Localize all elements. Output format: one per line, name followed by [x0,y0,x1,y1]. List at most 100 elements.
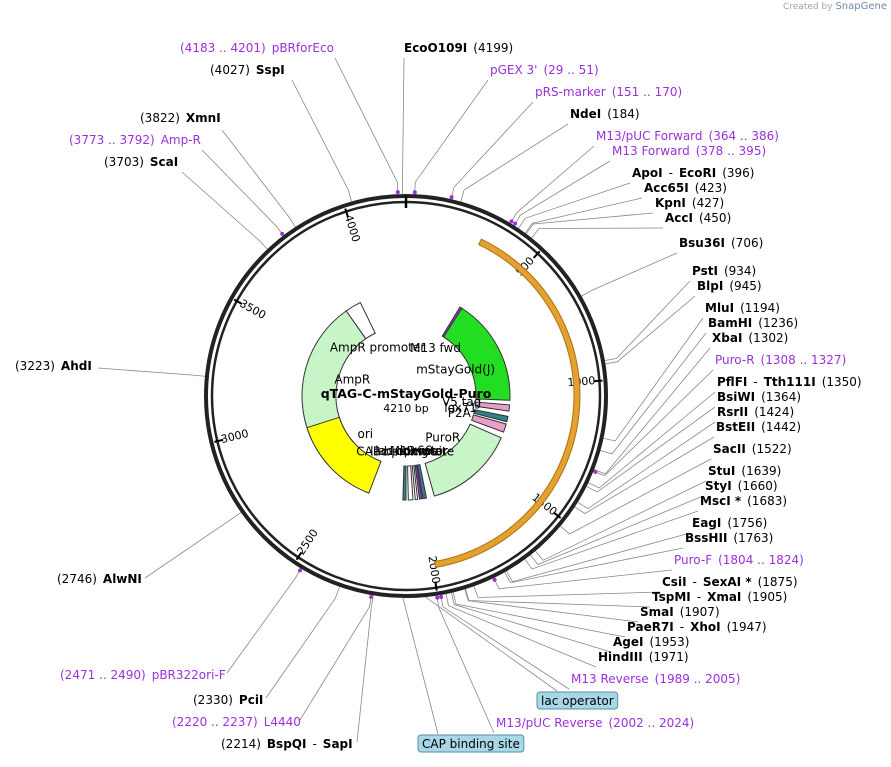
site-label-part: Puro-R [715,353,755,367]
tick-mark [593,379,603,383]
site-label: SmaI(1907) [640,605,720,619]
primer-mark [280,231,285,236]
site-label: BlpI(945) [697,279,762,293]
primer-mark [298,568,303,573]
leader-line [506,532,691,583]
site-label-part: (396) [722,166,754,180]
leader-line [291,79,352,202]
site-label: StyI(1660) [705,479,778,493]
primer-mark [369,595,374,600]
site-label-part: (427) [692,196,724,210]
site-label-part: PstI [692,264,718,278]
feature-arrows [301,238,581,569]
feature-label: AmpR promoter [330,340,425,354]
feature-arrow-lac-promoter [407,465,414,501]
site-label-part: (1194) [740,301,780,315]
site-label-part: SapI [323,737,353,751]
site-label: (3703)ScaI [104,155,178,169]
leader-line [201,149,284,236]
site-label-part: Acc65I [644,181,689,195]
site-label-part: (1756) [727,516,767,530]
primer-mark [492,577,497,582]
primer-mark [593,469,598,474]
site-label-part: (1683) [747,494,787,508]
site-label: PflFI-Tth111I(1350) [717,375,862,389]
site-label-part: MluI [705,301,734,315]
feature-arrow-v5-tag [474,401,511,412]
leader-line [518,182,631,229]
site-label: (4027)SspI [210,63,285,77]
site-label-part: StuI [708,464,735,478]
site-label: BamHI(1236) [708,316,798,330]
site-label: BssHII(1763) [685,531,773,545]
leader-line [560,458,712,535]
site-label-part: (3822) [140,111,180,125]
tick-label: 3000 [220,427,250,446]
leader-line [425,596,558,692]
site-label-part: Bsu36I [679,236,725,250]
leader-line [577,421,716,510]
site-label: (2214)BspQI-SapI [221,737,353,751]
site-label: Acc65I(423) [644,181,727,195]
credit-brand: SnapGene [835,1,887,12]
site-label-part: (1308 .. 1327) [761,353,847,367]
site-label: (3223)AhdI [15,359,92,373]
site-label-part: M13/pUC Forward [596,129,703,143]
site-label: MluI (1194) [705,301,780,315]
leader-line [299,594,372,721]
site-label-part: (29 .. 51) [543,63,598,77]
feature-arrow-lox71 [473,409,509,423]
site-label: pGEX 3'(29 .. 51) [490,63,599,77]
site-label-part: - [680,620,684,634]
site-label: EagI (1756) [692,516,767,530]
primer-mark [513,221,518,226]
leader-line [600,332,707,455]
site-label-part: - [693,575,697,589]
site-label-part: EagI [692,516,721,530]
site-label-part: (151 .. 170) [612,85,682,99]
feature-label: M13 rev [390,444,439,458]
site-label-part: MscI * [700,494,742,508]
leader-line [525,212,654,234]
feature-label: lac promoter [370,444,447,458]
feature-label: lox66 [400,444,433,458]
site-label: pRS-marker(151 .. 170) [535,85,682,99]
leader-line [265,586,340,699]
site-label-part: (1639) [741,464,781,478]
site-label-part: (1971) [649,650,689,664]
feature-label: AmpR [334,373,370,387]
leader-line [493,569,673,590]
site-label-part: (706) [731,236,763,250]
leader-line [588,391,716,489]
site-label-part: (1302) [748,331,788,345]
site-label-part: (4199) [473,41,513,55]
site-label-part: (450) [699,211,731,225]
site-label-part: SmaI [640,605,674,619]
site-label: (2220 .. 2237)L4440 [172,715,301,729]
primer-mark [509,219,514,224]
leader-line [593,369,714,477]
tick-mark [295,551,303,561]
site-label: M13 Forward(378 .. 395) [612,144,766,158]
site-label-part: (3703) [104,155,144,169]
site-label-part: (4183 .. 4201) [180,41,266,55]
site-label-part: (2002 .. 2024) [609,716,695,730]
site-label-part: (2746) [57,572,97,586]
leader-line [510,145,595,224]
site-label-part: XmaI [707,590,741,604]
feature-arrow-m13-rev [414,464,423,500]
site-label: XbaI(1302) [712,331,788,345]
site-label: (2746)AlwNI [57,572,142,586]
site-label: StuI (1639) [708,464,781,478]
leader-line [436,595,495,734]
site-label-part: SspI [256,63,285,77]
site-label-part: PciI [239,693,264,707]
leader-line [504,547,684,584]
site-label: HindIII(1971) [598,650,689,664]
leader-line [452,592,626,638]
site-label-part: pBR322ori-F [152,668,226,682]
leader-line [451,592,612,653]
site-label-part: BspQI [267,737,307,751]
